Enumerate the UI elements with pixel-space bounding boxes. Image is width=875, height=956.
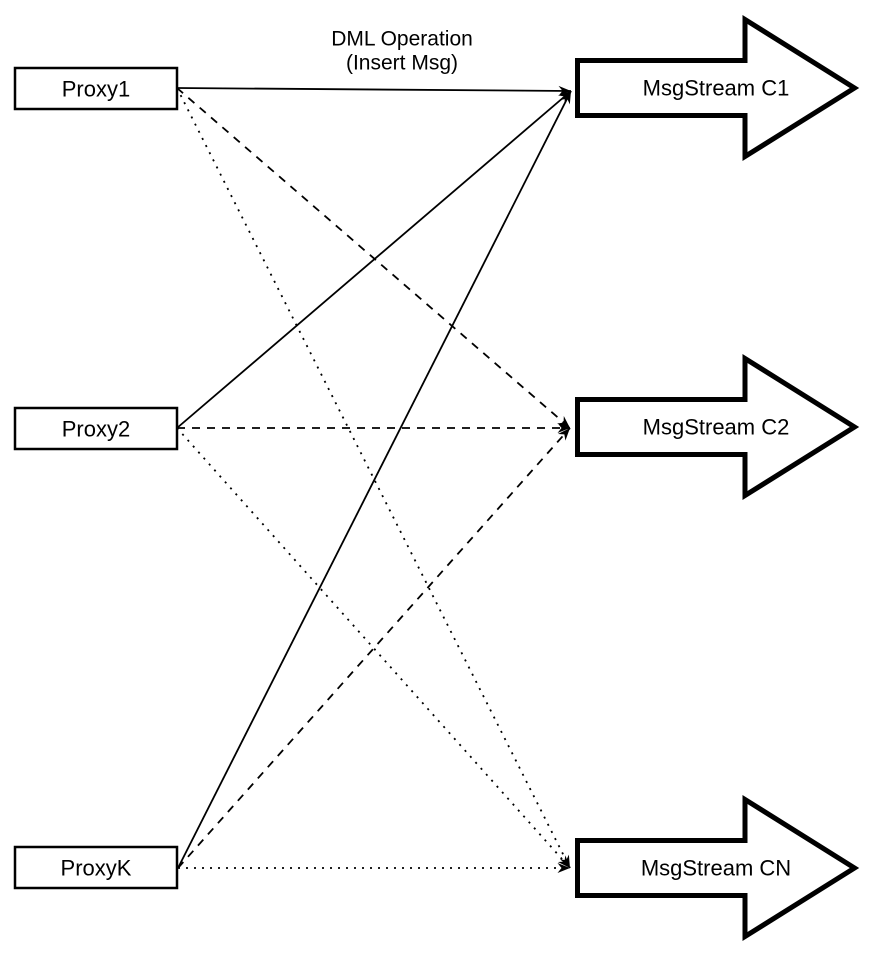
node-msgstream-c2: MsgStream C2 — [575, 353, 860, 501]
proxy2-box — [13, 406, 179, 451]
msgstream-c2-arrow-shape — [575, 353, 860, 501]
annotation: DML Operation (Insert Msg) — [331, 28, 473, 75]
edge-proxy2-c1 — [176, 90, 572, 429]
proxyk-label: ProxyK — [61, 856, 132, 881]
proxy1-box — [13, 66, 179, 111]
msgstream-cn-arrow-shape — [575, 794, 860, 942]
node-proxy2: Proxy2 — [13, 406, 179, 451]
node-proxyk: ProxyK — [13, 845, 179, 890]
annotation-line2: (Insert Msg) — [346, 52, 458, 75]
proxy2-label: Proxy2 — [62, 417, 130, 442]
annotation-line1: DML Operation — [331, 28, 473, 51]
edge-proxy1-c2 — [176, 87, 571, 429]
edges-layer — [176, 85, 572, 873]
edge-proxy1-c1 — [176, 85, 572, 96]
edge-proxyk-c1 — [177, 90, 572, 869]
node-msgstream-cn: MsgStream CN — [575, 794, 860, 942]
msgstream-cn-label: MsgStream CN — [641, 856, 791, 881]
node-proxy1: Proxy1 — [13, 66, 179, 111]
proxy1-label: Proxy1 — [62, 77, 130, 102]
msgstream-c1-arrow-shape — [575, 14, 860, 162]
edge-proxy1-cn — [176, 87, 571, 869]
msgstream-c2-label: MsgStream C2 — [643, 415, 790, 440]
msgstream-c1-label: MsgStream C1 — [643, 76, 790, 101]
node-msgstream-c1: MsgStream C1 — [575, 14, 860, 162]
proxyk-box — [13, 845, 179, 890]
